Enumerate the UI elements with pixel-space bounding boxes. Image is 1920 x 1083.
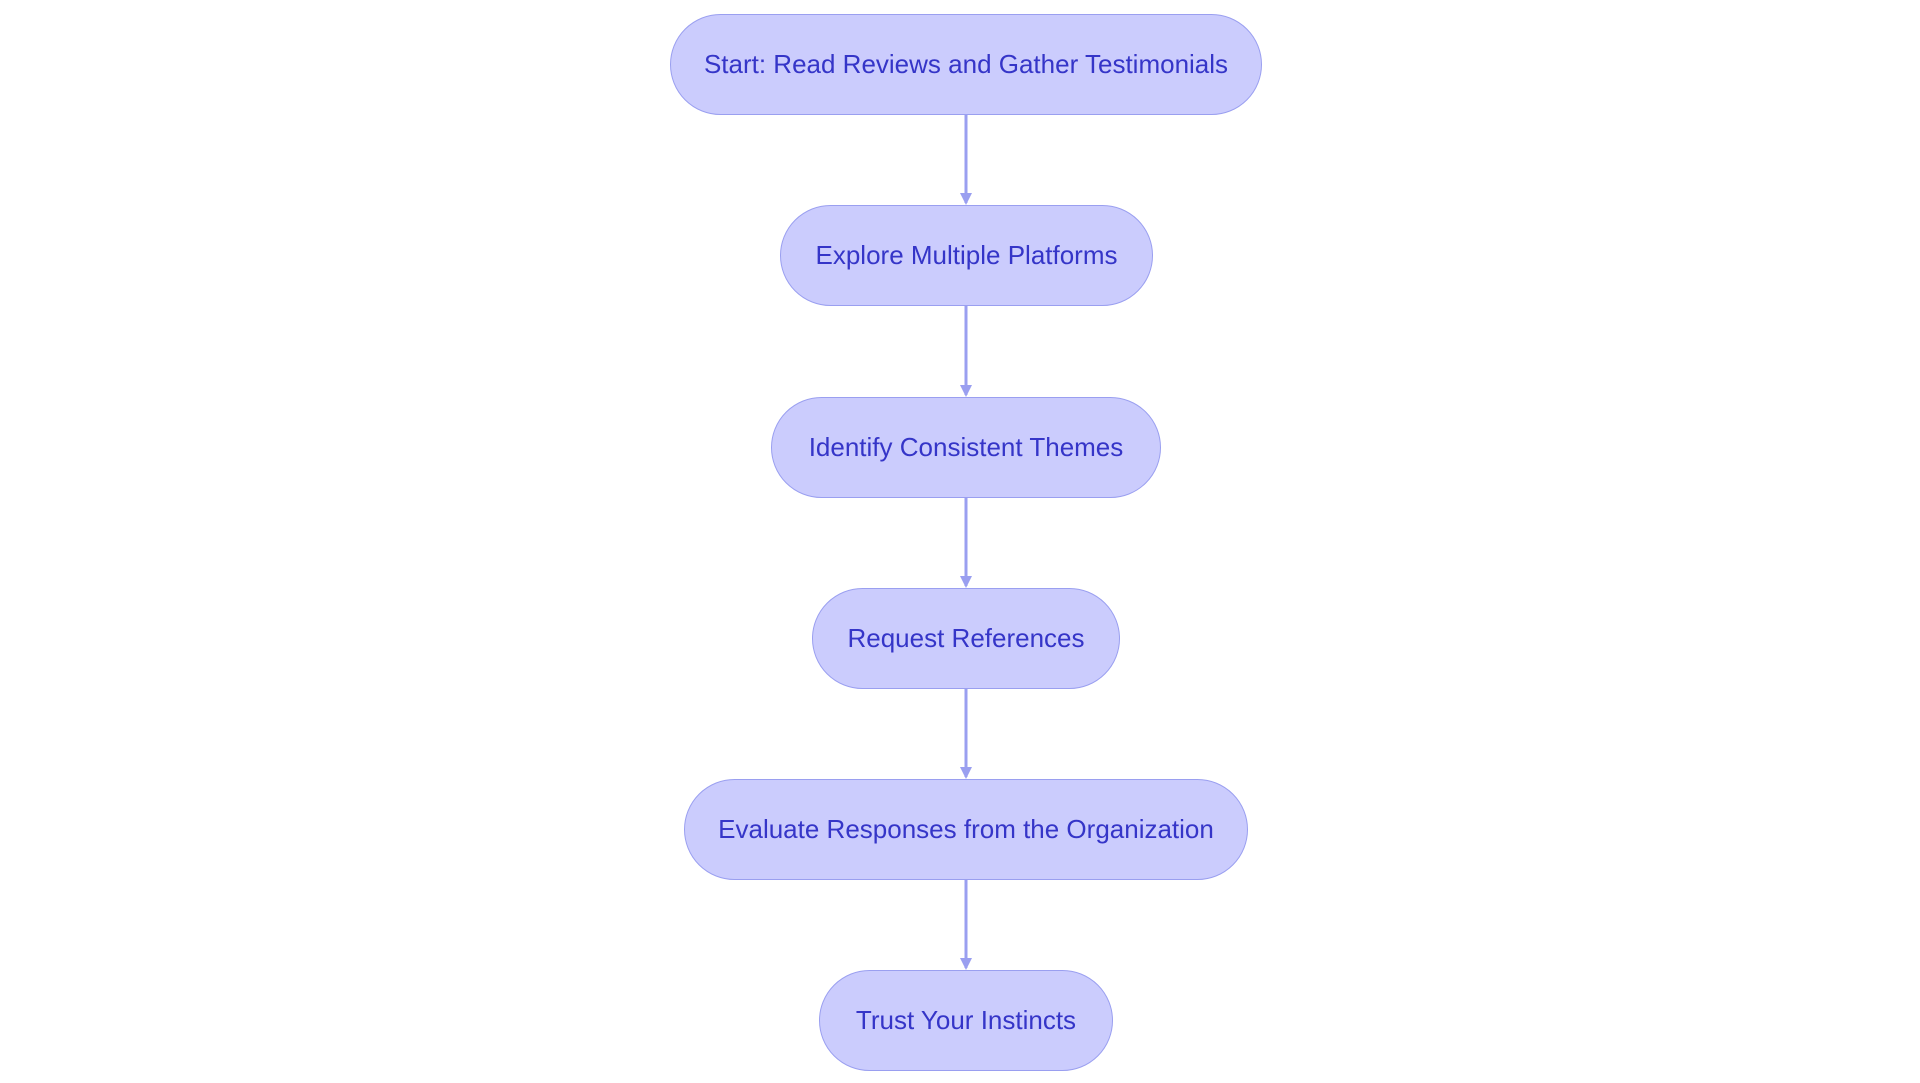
flow-node-label: Explore Multiple Platforms xyxy=(815,240,1118,270)
flow-node-label: Start: Read Reviews and Gather Testimoni… xyxy=(703,49,1229,79)
flow-node-label: Request References xyxy=(847,623,1085,653)
flow-node-evaluate-responses: Evaluate Responses from the Organization xyxy=(684,779,1248,880)
flow-node-explore-platforms: Explore Multiple Platforms xyxy=(780,205,1153,306)
flow-node-label: Evaluate Responses from the Organization xyxy=(718,814,1214,844)
flow-node-trust-instincts: Trust Your Instincts xyxy=(819,970,1113,1071)
flow-node-request-references: Request References xyxy=(812,588,1120,689)
flow-node-label: Identify Consistent Themes xyxy=(808,432,1124,462)
flow-node-label: Trust Your Instincts xyxy=(855,1005,1077,1035)
flow-node-identify-themes: Identify Consistent Themes xyxy=(771,397,1161,498)
flow-node-start: Start: Read Reviews and Gather Testimoni… xyxy=(670,14,1262,115)
